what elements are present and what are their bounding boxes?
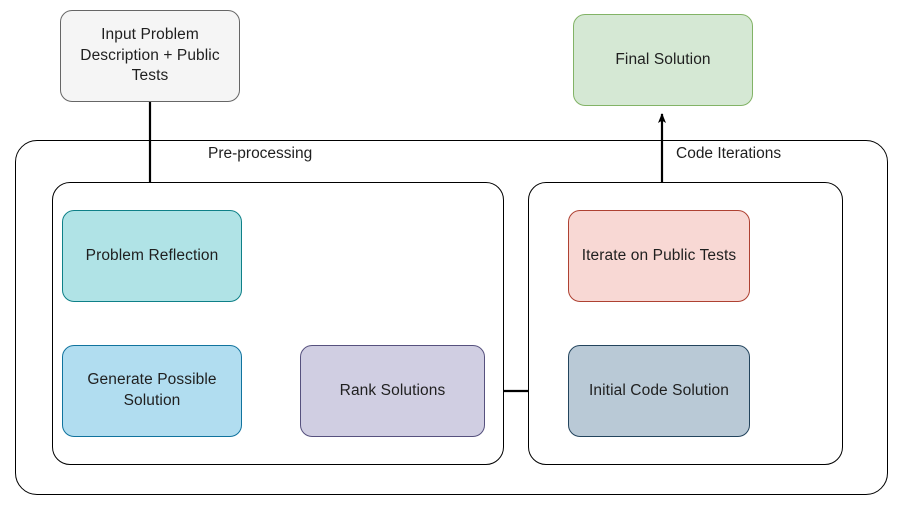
node-rank-solutions[interactable]: Rank Solutions	[300, 345, 485, 437]
node-initial-code-solution[interactable]: Initial Code Solution	[568, 345, 750, 437]
node-generate-possible-solution[interactable]: Generate Possible Solution	[62, 345, 242, 437]
group-label-pre-processing: Pre-processing	[208, 145, 313, 162]
node-generate-label: Generate Possible Solution	[87, 371, 217, 409]
node-iterate-label: Iterate on Public Tests	[581, 246, 737, 264]
node-reflection-label: Problem Reflection	[85, 246, 219, 264]
node-input-problem-description[interactable]: Input Problem Description + Public Tests	[60, 10, 240, 102]
node-problem-reflection[interactable]: Problem Reflection	[62, 210, 242, 302]
node-rank-label: Rank Solutions	[339, 381, 446, 399]
outer-pipeline-container	[15, 140, 888, 495]
group-label-code-iterations: Code Iterations	[676, 145, 782, 162]
node-final-solution[interactable]: Final Solution	[573, 14, 753, 106]
node-final-label: Final Solution	[615, 50, 711, 68]
node-iterate-on-public-tests[interactable]: Iterate on Public Tests	[568, 210, 750, 302]
node-input-label: Input Problem Description + Public Tests	[80, 25, 220, 85]
node-initial-label: Initial Code Solution	[589, 381, 729, 399]
